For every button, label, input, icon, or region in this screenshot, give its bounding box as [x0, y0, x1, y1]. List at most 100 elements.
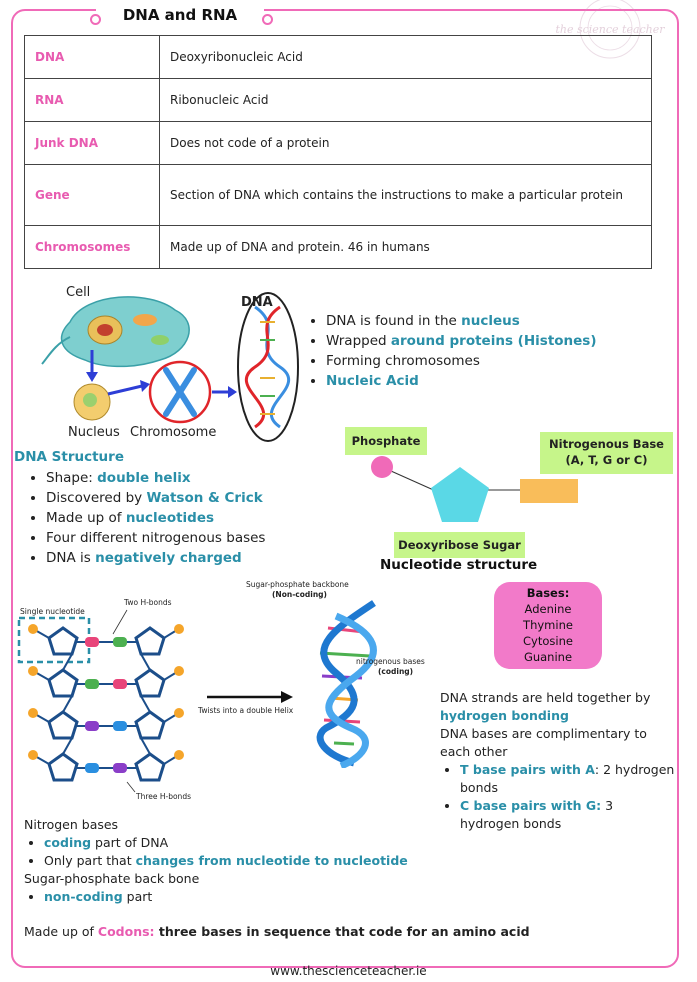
chromosome-label: Chromosome — [130, 425, 217, 440]
sugar-pentagon — [47, 668, 79, 698]
pointer-line — [126, 781, 136, 793]
sugar-pentagon — [47, 752, 79, 782]
list-item: Cytosine — [523, 634, 573, 648]
term-cell: Chromosomes — [24, 225, 160, 269]
table-row: DNA Deoxyribonucleic Acid — [24, 35, 652, 79]
list-item: Adenine — [524, 602, 572, 616]
base-chip — [85, 679, 99, 689]
nucleus-label: Nucleus — [68, 425, 120, 440]
twist-label: Twists into a double Helix — [198, 706, 294, 715]
cell-organelle — [151, 335, 169, 345]
table-row: RNA Ribonucleic Acid — [24, 78, 652, 122]
list-item: Forming chromosomes — [326, 351, 636, 371]
double-helix-diagram — [316, 600, 377, 768]
watermark-text: the science teacher — [555, 23, 665, 36]
list-item: Guanine — [523, 650, 573, 664]
list-item: DNA is negatively charged — [46, 548, 336, 568]
sugar-pentagon — [134, 626, 166, 656]
chromosome-shape — [163, 367, 197, 417]
list-item: Discovered by Watson & Crick — [46, 488, 336, 508]
definition-cell: Deoxyribonucleic Acid — [159, 35, 652, 79]
sugar-label: Deoxyribose Sugar — [394, 532, 525, 558]
base-label: Nitrogenous Base (A, T, G or C) — [540, 432, 673, 474]
table-row: Chromosomes Made up of DNA and protein. … — [24, 225, 652, 269]
base-chip — [113, 721, 127, 731]
list-item: Only part that changes from nucleotide t… — [44, 852, 454, 870]
glossary-table: DNA Deoxyribonucleic Acid RNA Ribonuclei… — [24, 35, 652, 269]
structure-list: Shape: double helix Discovered by Watson… — [26, 468, 336, 568]
base-chip — [85, 721, 99, 731]
phosphate-label: Phosphate — [345, 427, 427, 455]
list-item: coding part of DNA — [44, 834, 454, 852]
sugar-pentagon — [47, 710, 79, 740]
hbond-text: DNA strands are held together by hydroge… — [440, 689, 675, 833]
definition-cell: Made up of DNA and protein. 46 in humans — [159, 225, 652, 269]
title-tab — [96, 2, 264, 20]
tab-dot-right — [262, 14, 273, 25]
list-item: C base pairs with G: 3 hydrogen bonds — [460, 797, 675, 833]
nucleotide-caption: Nucleotide structure — [380, 557, 538, 573]
nitrogenous-bases-label: nitrogenous bases — [356, 657, 425, 666]
base-rectangle — [520, 479, 578, 503]
nitrogen-bases-section: Nitrogen bases coding part of DNA Only p… — [24, 816, 454, 906]
page-frame — [11, 9, 679, 968]
definition-cell: Section of DNA which contains the instru… — [159, 164, 652, 226]
cell-body — [60, 296, 190, 368]
cell-organelle — [133, 314, 157, 326]
arrow-head — [140, 380, 150, 392]
cell-nucleolus — [97, 324, 113, 336]
arrow-head — [228, 386, 237, 398]
base-chip — [85, 763, 99, 773]
term-cell: Gene — [24, 164, 160, 226]
nucleotide-ladder-diagram — [17, 609, 184, 793]
backbone-label: Sugar-phosphate backbone — [246, 580, 349, 589]
phosphate-circle — [371, 456, 393, 478]
definition-cell: Ribonucleic Acid — [159, 78, 652, 122]
dna-strand — [245, 305, 281, 429]
footer-url: www.thescienceteacher.ie — [270, 964, 427, 978]
location-bullets: DNA is found in the nucleus Wrapped arou… — [306, 311, 636, 391]
definition-cell: Does not code of a protein — [159, 121, 652, 165]
list-item: T base pairs with A: 2 hydrogen bonds — [460, 761, 675, 797]
nucleotide-diagram — [371, 456, 578, 522]
dna-label: DNA — [241, 295, 273, 310]
three-h-bonds-label: Three H-bonds — [136, 792, 191, 801]
dna-ellipse — [237, 292, 299, 442]
pointer-line — [112, 609, 128, 635]
sugar-pentagon — [431, 467, 489, 522]
single-nucleotide-label: Single nucleotide — [20, 607, 85, 616]
base-chip — [113, 763, 127, 773]
nitrogenous-bases-sub-label: (coding) — [378, 667, 414, 676]
list-item: Wrapped around proteins (Histones) — [326, 331, 636, 351]
term-cell: Junk DNA — [24, 121, 160, 165]
two-h-bonds-label: Two H-bonds — [124, 598, 172, 607]
structure-heading: DNA Structure — [14, 449, 124, 465]
sugar-pentagon — [134, 668, 166, 698]
codons-line: Made up of Codons: three bases in sequen… — [24, 924, 530, 939]
list-item: Made up of nucleotides — [46, 508, 336, 528]
base-chip — [85, 637, 99, 647]
table-row: Junk DNA Does not code of a protein — [24, 121, 652, 165]
nucleus-inner — [83, 393, 97, 407]
term-cell: RNA — [24, 78, 160, 122]
sugar-pentagon — [134, 752, 166, 782]
page-title: DNA and RNA — [122, 6, 238, 24]
helix-strand — [316, 600, 376, 767]
base-chip — [113, 679, 127, 689]
cell-to-dna-illustration — [41, 292, 299, 442]
tab-dot-left — [90, 14, 101, 25]
sugar-pentagon — [134, 710, 166, 740]
sugar-pentagon — [47, 626, 79, 656]
backbone-sub-label: (Non-coding) — [272, 590, 327, 599]
list-item: non-coding part — [44, 888, 454, 906]
bases-title: Bases: — [526, 586, 570, 600]
list-item: DNA is found in the nucleus — [326, 311, 636, 331]
helix-strand — [325, 612, 377, 768]
list-item: Thymine — [523, 618, 573, 632]
arrow-head — [86, 372, 98, 382]
arrow-line — [107, 384, 143, 396]
cell-label: Cell — [66, 285, 91, 300]
list-item: Four different nitrogenous bases — [46, 528, 336, 548]
list-item: Nucleic Acid — [326, 371, 636, 391]
table-row: Gene Section of DNA which contains the i… — [24, 164, 652, 226]
